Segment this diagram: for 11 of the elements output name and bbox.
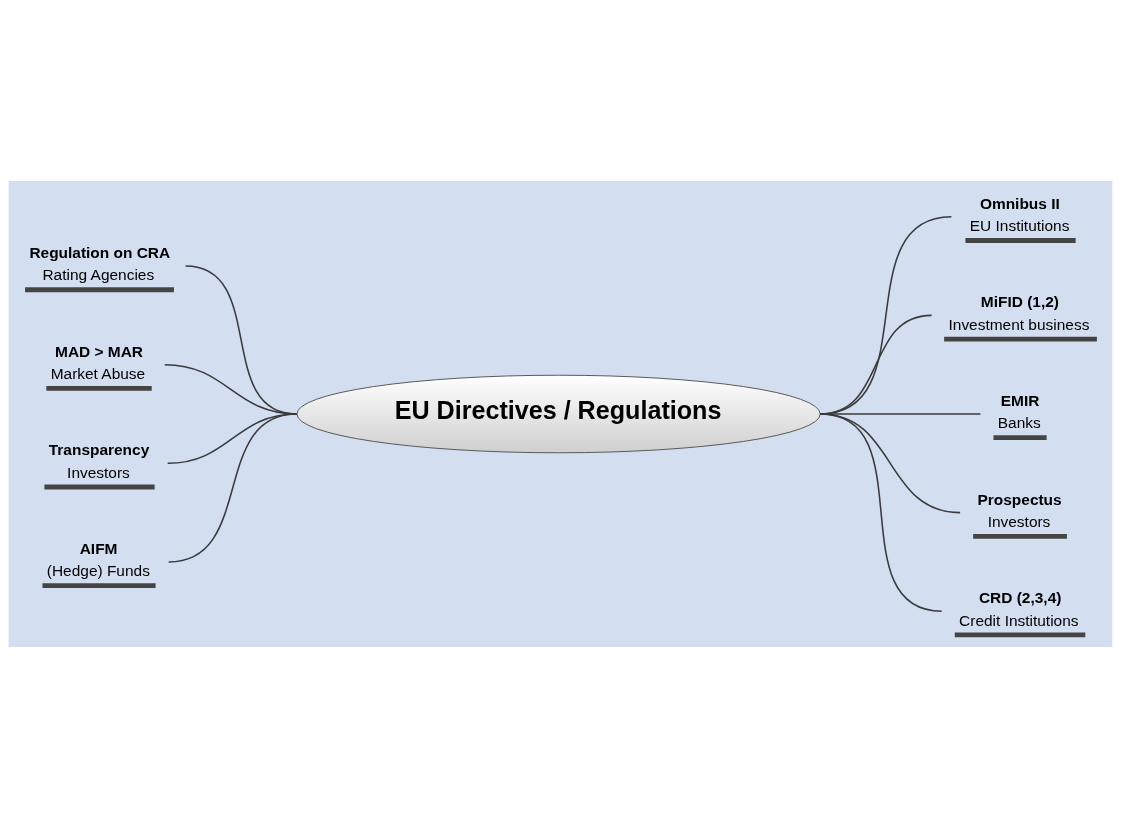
node-text: MAD > MAR Market Abuse [50,342,146,382]
node-text: EMIR Banks [997,392,1041,432]
node-text: CRD (2,3,4) Credit Institutions [959,589,1079,629]
node-text: Prospectus Investors [977,490,1062,530]
node-text: MiFID (1,2) Investment business [948,293,1090,333]
connector [167,413,298,563]
node-text: AIFM (Hedge) Funds [46,539,150,580]
node-text: Regulation on CRA Rating Agencies [29,244,171,284]
node-text: Omnibus II EU Institutions [969,194,1070,235]
node-text: Transparency Investors [48,441,150,481]
node-ellipse: EU Directives / Regulations [296,374,821,454]
